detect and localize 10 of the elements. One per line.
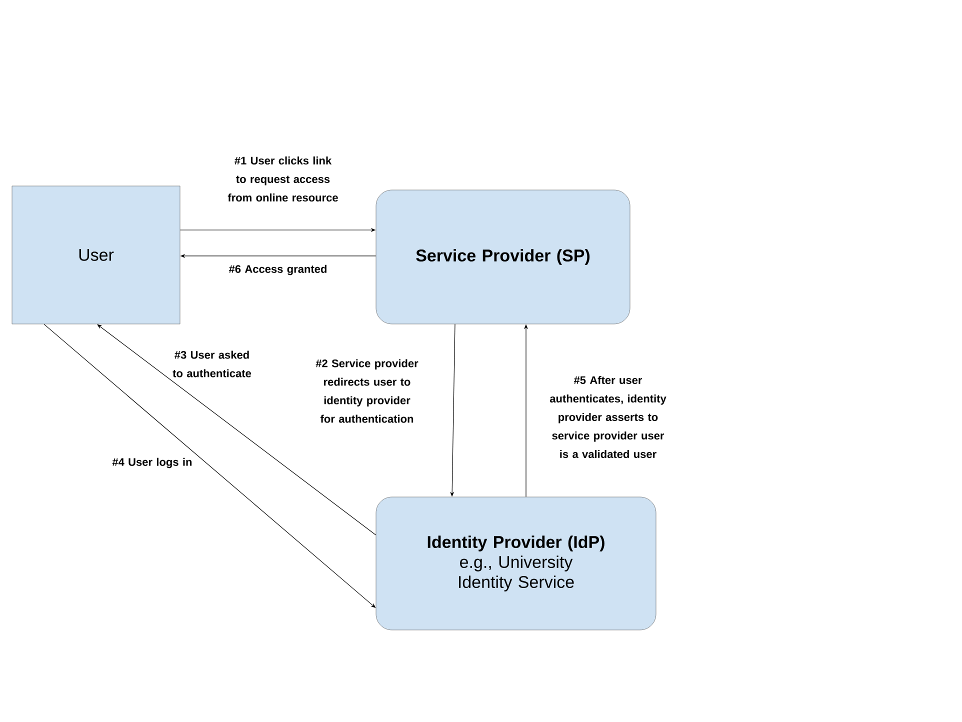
- edge-label: #1 User clicks link to request access from online resource: [228, 156, 338, 202]
- box: User: [12, 186, 180, 324]
- edge-label: #5 After user authenticates, identity provider asserts to service provider user is a validated user: [550, 376, 666, 458]
- edge-label: #3 User asked to authenticate: [172, 350, 252, 378]
- edge-label: #4 User logs in: [112, 458, 192, 468]
- arrow: [97, 324, 376, 536]
- rounded-box: Service Provider (SP): [376, 190, 630, 324]
- rounded-box: Identity Provider (IdP) e.g., University Identity Service: [376, 496, 656, 630]
- edge-label: #6 Access granted: [228, 264, 326, 276]
- edge-label: #2 Service provider redirects user to identity provider for authentication: [316, 359, 418, 423]
